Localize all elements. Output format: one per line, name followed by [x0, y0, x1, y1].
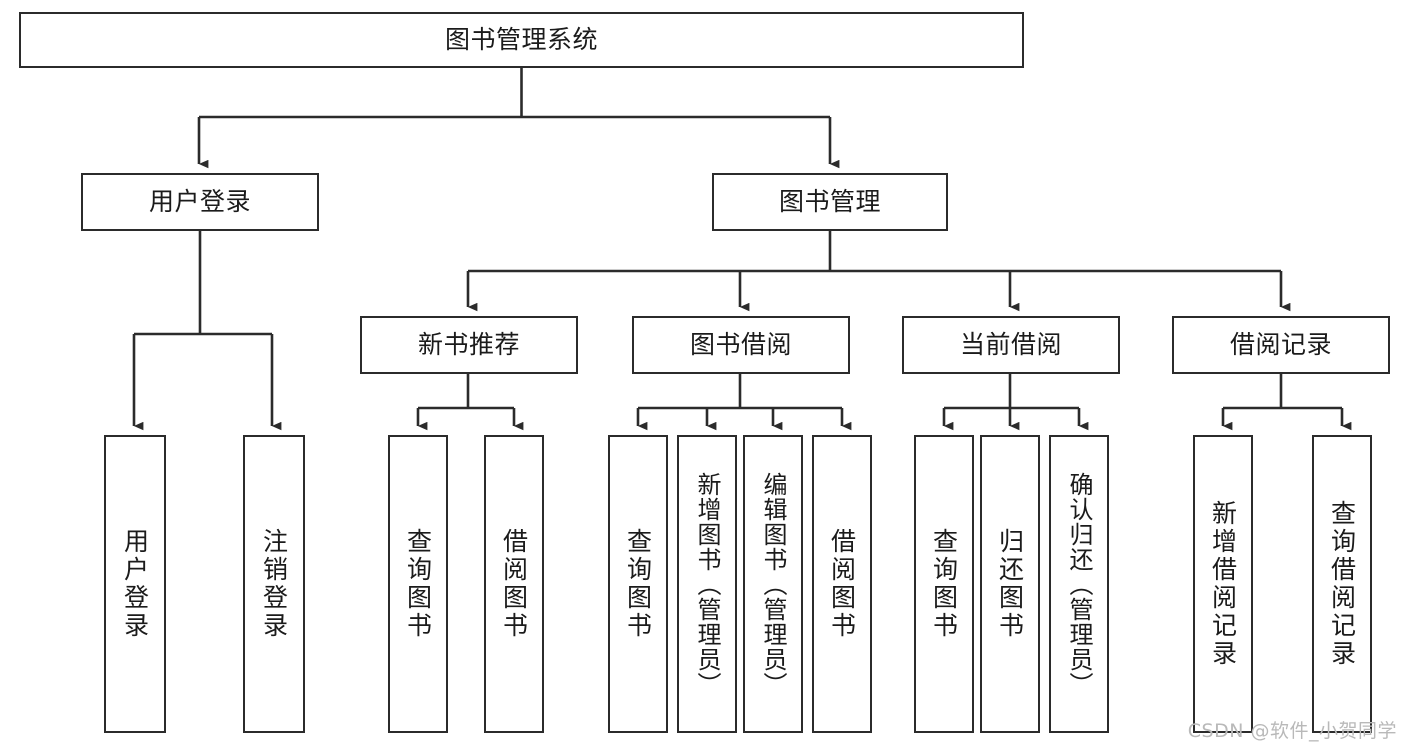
node-leaf-user-logout-label: 注销登录: [259, 528, 289, 640]
node-leaf-return-book-label: 归还图书: [995, 528, 1025, 640]
node-new-book-recommend[interactable]: 新书推荐: [360, 316, 578, 374]
node-leaf-query-borrow-record-label: 查询借阅记录: [1327, 500, 1357, 668]
node-root-label: 图书管理系统: [444, 25, 598, 55]
node-book-borrow-label: 图书借阅: [689, 330, 792, 360]
node-leaf-return-book[interactable]: 归还图书: [980, 435, 1040, 733]
node-book-borrow[interactable]: 图书借阅: [632, 316, 850, 374]
node-leaf-confirm-return-label: 确认归还（管理员）: [1065, 471, 1093, 697]
node-leaf-query-book-borrow-label: 查询图书: [623, 528, 653, 640]
node-borrow-record[interactable]: 借阅记录: [1172, 316, 1390, 374]
node-leaf-edit-book[interactable]: 编辑图书（管理员）: [743, 435, 803, 733]
node-leaf-edit-book-label: 编辑图书（管理员）: [759, 471, 787, 697]
node-current-borrow-label: 当前借阅: [959, 330, 1062, 360]
node-leaf-borrow-book[interactable]: 借阅图书: [812, 435, 872, 733]
node-leaf-user-login-label: 用户登录: [120, 528, 150, 640]
node-leaf-query-book-current[interactable]: 查询图书: [914, 435, 974, 733]
node-current-borrow[interactable]: 当前借阅: [902, 316, 1120, 374]
node-leaf-add-borrow-record[interactable]: 新增借阅记录: [1193, 435, 1253, 733]
node-user-login-label: 用户登录: [148, 187, 251, 217]
node-leaf-borrow-book-recommend-label: 借阅图书: [499, 528, 529, 640]
node-leaf-add-book-label: 新增图书（管理员）: [693, 471, 721, 697]
node-leaf-query-borrow-record[interactable]: 查询借阅记录: [1312, 435, 1372, 733]
node-leaf-query-book-recommend-label: 查询图书: [403, 528, 433, 640]
node-leaf-query-book-borrow[interactable]: 查询图书: [608, 435, 668, 733]
node-leaf-user-login[interactable]: 用户登录: [104, 435, 166, 733]
node-leaf-confirm-return[interactable]: 确认归还（管理员）: [1049, 435, 1109, 733]
node-book-management-label: 图书管理: [778, 187, 881, 217]
node-borrow-record-label: 借阅记录: [1229, 330, 1332, 360]
node-leaf-add-book[interactable]: 新增图书（管理员）: [677, 435, 737, 733]
node-user-login[interactable]: 用户登录: [81, 173, 319, 231]
node-root-system[interactable]: 图书管理系统: [19, 12, 1024, 68]
node-leaf-query-book-current-label: 查询图书: [929, 528, 959, 640]
node-leaf-user-logout[interactable]: 注销登录: [243, 435, 305, 733]
node-leaf-add-borrow-record-label: 新增借阅记录: [1208, 500, 1238, 668]
node-new-book-recommend-label: 新书推荐: [417, 330, 520, 360]
node-leaf-borrow-book-recommend[interactable]: 借阅图书: [484, 435, 544, 733]
node-book-management[interactable]: 图书管理: [712, 173, 948, 231]
node-leaf-borrow-book-label: 借阅图书: [827, 528, 857, 640]
node-leaf-query-book-recommend[interactable]: 查询图书: [388, 435, 448, 733]
